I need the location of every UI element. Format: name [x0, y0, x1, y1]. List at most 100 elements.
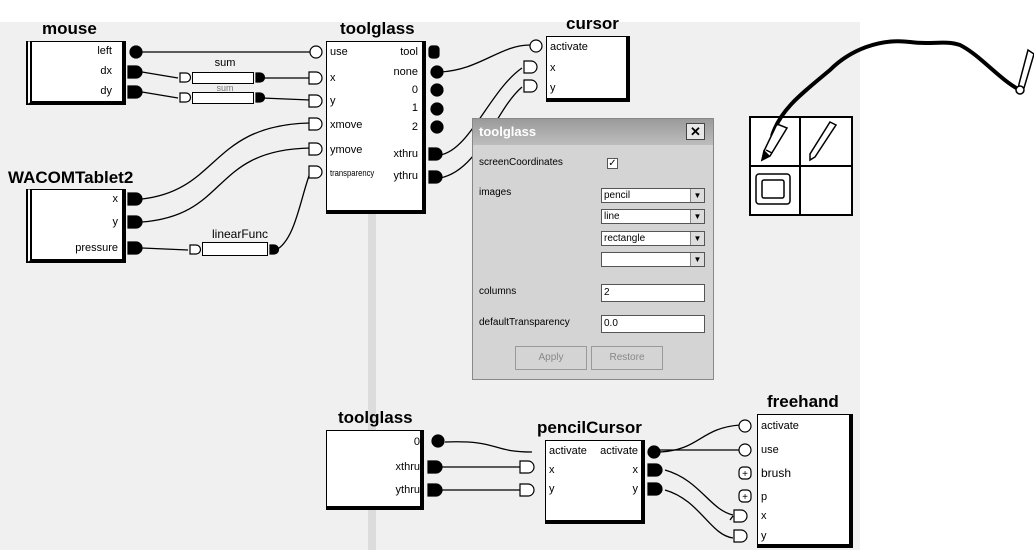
tg-out-2: [430, 120, 444, 134]
toolglass-bottom-title: toolglass: [338, 408, 413, 427]
pencil-out-y: y: [632, 483, 639, 495]
freehand-port-brush: brush: [761, 466, 792, 480]
svg-text:+: +: [742, 469, 748, 480]
wacom-port-pressure: pressure: [75, 242, 118, 254]
toolglass-in-use: use: [330, 46, 348, 58]
freehand-port-activate: activate: [761, 420, 799, 432]
svg-text:+: +: [742, 492, 748, 503]
sum-node-1[interactable]: [192, 72, 254, 84]
chevron-down-icon[interactable]: ▼: [690, 189, 704, 202]
toolglass-out-xthru: xthru: [393, 148, 418, 160]
close-icon[interactable]: ✕: [686, 123, 705, 140]
linearfunc-node[interactable]: [202, 242, 268, 256]
toolglass-bottom-out-xthru: xthru: [395, 461, 420, 473]
toolglass-out-tool: tool: [400, 46, 418, 58]
pencil-in-y: y: [549, 483, 555, 495]
sum-node-2[interactable]: [192, 92, 254, 104]
default-transparency-input[interactable]: 0.0: [601, 315, 705, 333]
sum2-out: [255, 92, 266, 103]
toolglass-bottom-out-ythru: ythru: [395, 484, 420, 496]
toolglass-top-title: toolglass: [340, 19, 415, 38]
mouse-port-dx: dx: [100, 65, 112, 77]
port-plug-mouse-dy: [127, 85, 143, 99]
wacom-port-y: y: [112, 216, 119, 228]
line-icon: [809, 121, 838, 162]
wacom-port-x: x: [112, 193, 119, 205]
freehand-node[interactable]: [757, 414, 853, 548]
sum1-in: [179, 72, 192, 83]
freehand-port-p: p: [761, 491, 768, 503]
pencil-in-x-port: [519, 460, 535, 474]
tg-in-y: [308, 94, 323, 108]
screen-coordinates-label: screenCoordinates: [479, 157, 563, 168]
pencil-out-x-port: [647, 463, 663, 477]
images-label: images: [479, 187, 512, 198]
apply-button[interactable]: Apply: [515, 346, 587, 370]
toolglass-in-transparency: transparency: [330, 168, 375, 178]
chevron-down-icon[interactable]: ▼: [690, 210, 704, 223]
toolglass-in-x: x: [330, 72, 336, 84]
mouse-port-left: left: [97, 45, 112, 57]
tg-in-use: [309, 45, 323, 59]
tg-out-tool: [428, 45, 440, 59]
dialog-titlebar[interactable]: toolglass: [473, 119, 713, 145]
images-select-2[interactable]: line▼: [601, 209, 705, 224]
toolglass-out-none: none: [393, 66, 418, 78]
freehand-in-y: [733, 529, 748, 543]
freehand-port-use: use: [761, 444, 779, 456]
tg-out-1: [430, 102, 444, 116]
images-select-4[interactable]: ▼: [601, 252, 705, 267]
linearfunc-label: linearFunc: [211, 227, 269, 241]
wacom-node[interactable]: [26, 189, 126, 263]
freehand-stroke: [770, 39, 1021, 137]
mouse-node[interactable]: [26, 41, 126, 105]
cursor-node[interactable]: [546, 36, 630, 102]
images-select-1[interactable]: pencil▼: [601, 188, 705, 203]
default-transparency-label: defaultTransparency: [479, 317, 570, 328]
drawing-pen-icon: [1015, 48, 1034, 95]
columns-label: columns: [479, 286, 517, 297]
pencilcursor-node[interactable]: [545, 440, 645, 524]
sum2-in: [179, 92, 192, 103]
tg-out-none: [430, 65, 444, 79]
freehand-in-activate: [738, 419, 752, 433]
tgb-out-ythru: [427, 483, 443, 497]
columns-input[interactable]: 2: [601, 284, 705, 302]
tg-out-ythru: [428, 170, 443, 184]
freehand-port-y: y: [761, 530, 767, 542]
port-plug-mouse-dx: [127, 65, 143, 79]
toolglass-bottom-node[interactable]: [326, 430, 424, 510]
sum-label-1: sum: [214, 57, 236, 69]
sum-label-2: sum: [216, 83, 234, 93]
linear-in: [189, 244, 202, 255]
tgb-out-xthru: [427, 460, 443, 474]
toolglass-out-ythru: ythru: [393, 170, 418, 182]
toolglass-out-0: 0: [411, 84, 418, 96]
tg-in-xmove: [308, 117, 323, 131]
pencil-in-y-port: [519, 483, 535, 497]
toolglass-out-2: 2: [411, 121, 418, 133]
chevron-down-icon[interactable]: ▼: [690, 232, 704, 245]
screen-coordinates-checkbox[interactable]: ✓: [607, 158, 618, 169]
toolglass-top-node[interactable]: [326, 41, 426, 214]
freehand-in-use: [738, 443, 752, 457]
pencil-in-activate: activate: [549, 445, 587, 457]
freehand-port-x: x: [761, 510, 767, 522]
sum1-out: [255, 72, 266, 83]
images-select-3[interactable]: rectangle▼: [601, 231, 705, 246]
pencil-out-activate-port: [647, 445, 661, 459]
tg-in-ymove: [308, 142, 323, 156]
toolglass-out-1: 1: [411, 102, 418, 114]
chevron-down-icon[interactable]: ▼: [690, 253, 704, 266]
cursor-port-activate: activate: [550, 41, 588, 53]
pencil-out-y-port: [647, 482, 663, 496]
mouse-title: mouse: [42, 19, 97, 38]
tg-in-x: [308, 71, 323, 85]
freehand-title: freehand: [767, 392, 839, 411]
toolglass-in-xmove: xmove: [330, 119, 363, 131]
wacom-out-x: [127, 192, 143, 206]
restore-button[interactable]: Restore: [591, 346, 663, 370]
pencil-in-x: x: [549, 464, 555, 476]
